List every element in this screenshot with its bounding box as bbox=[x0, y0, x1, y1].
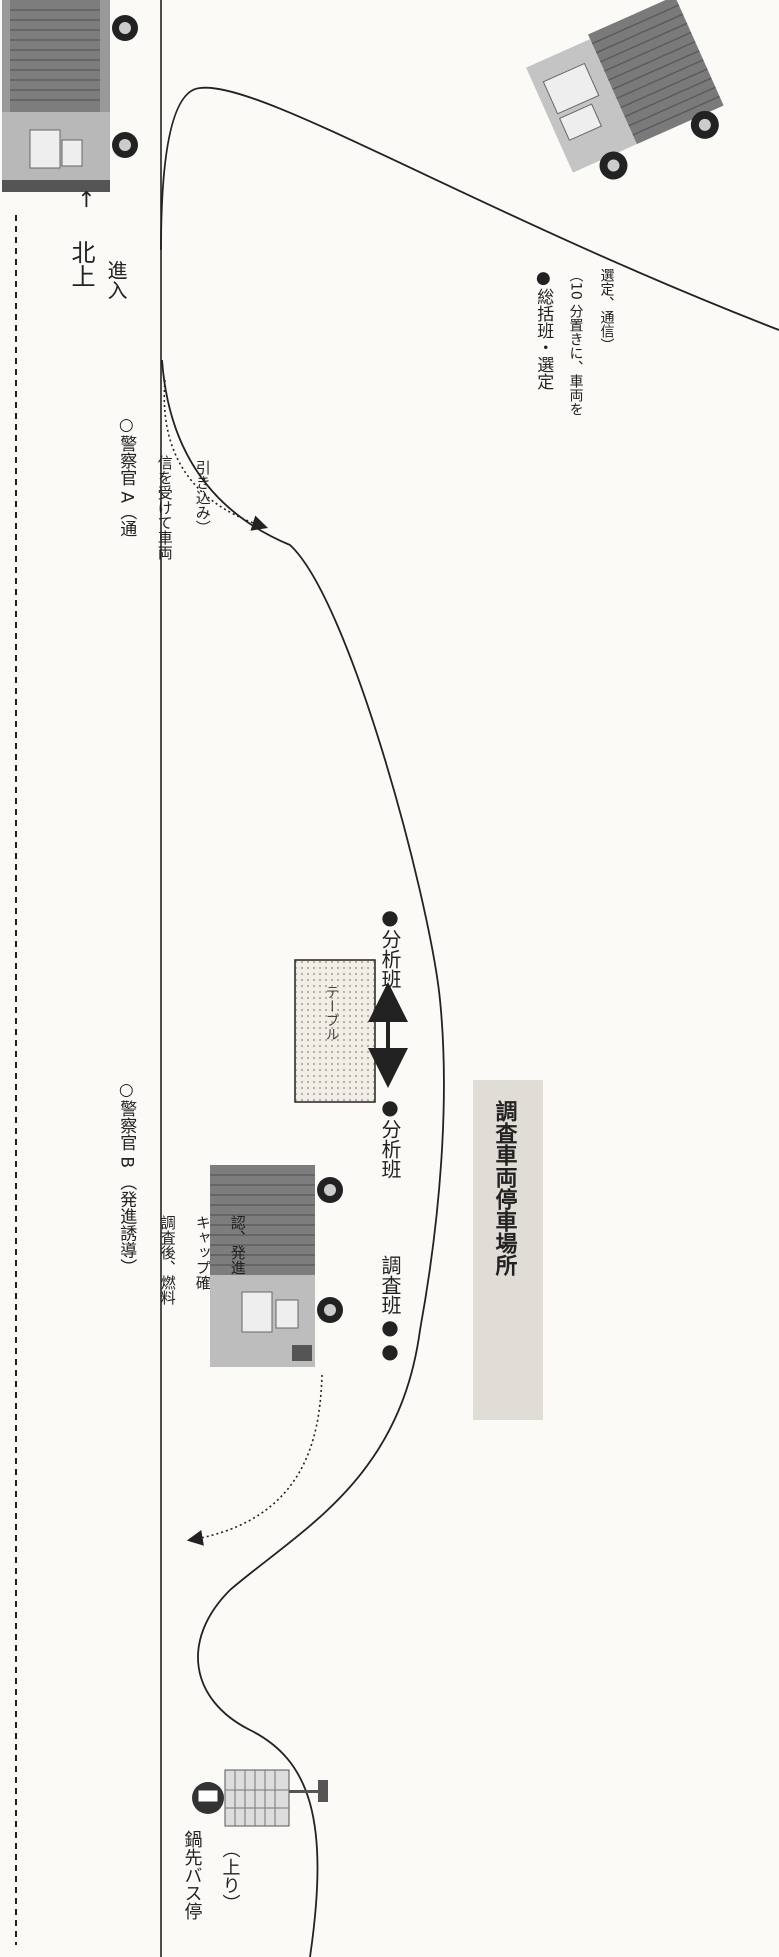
truck-icon bbox=[2, 0, 138, 192]
north-label: 北上 bbox=[67, 240, 95, 288]
analysis-team-left: ●分析班 bbox=[378, 1095, 402, 1179]
parking-area-label: 調査車両停車場所 bbox=[491, 1100, 517, 1276]
entry-label: 進入 bbox=[104, 260, 128, 300]
layby-curve bbox=[160, 86, 779, 331]
officer-b-label: ○警察官 B （発進誘導） bbox=[116, 1080, 137, 1276]
pull-in-arrow bbox=[163, 379, 269, 531]
truck-icon bbox=[526, 0, 724, 180]
bus-stop-name: 鍋先バス停 bbox=[181, 1830, 203, 1920]
officer-a-title: ○警察官 A（通 bbox=[116, 415, 137, 538]
survey-team-label: 調査班●● bbox=[378, 1255, 402, 1363]
direction-arrow-icon: ← bbox=[73, 190, 99, 209]
officer-a-line3: 引き込み） bbox=[193, 460, 212, 535]
officer-b-line4: 認、発進 bbox=[228, 1215, 247, 1275]
officer-b-line3: キャップ確 bbox=[193, 1215, 212, 1290]
truck-icon bbox=[210, 1165, 343, 1367]
parking-area-box bbox=[473, 1080, 543, 1420]
officer-b-line2: 調査後、燃料 bbox=[158, 1215, 177, 1305]
bus-stop-direction: （上り） bbox=[219, 1840, 241, 1912]
team-general-line3: 選定、通信） bbox=[598, 268, 615, 352]
direction-label: 北上 bbox=[66, 240, 96, 288]
table-label: テーブル bbox=[323, 985, 340, 1041]
analysis-team-right: ●分析班 bbox=[378, 905, 402, 989]
team-general-label: ●総括班・選定 bbox=[533, 268, 554, 390]
officer-a-line2: 信を受けて車両 bbox=[155, 455, 174, 560]
departure-arrow bbox=[186, 1374, 323, 1546]
officer-a-label: ○警察官 A（通 bbox=[115, 415, 136, 537]
team-general-line2: （10 分置きに、車両を bbox=[567, 268, 584, 417]
parking-boundary-curve bbox=[161, 359, 445, 1957]
bus-stop-icon bbox=[192, 1769, 328, 1827]
